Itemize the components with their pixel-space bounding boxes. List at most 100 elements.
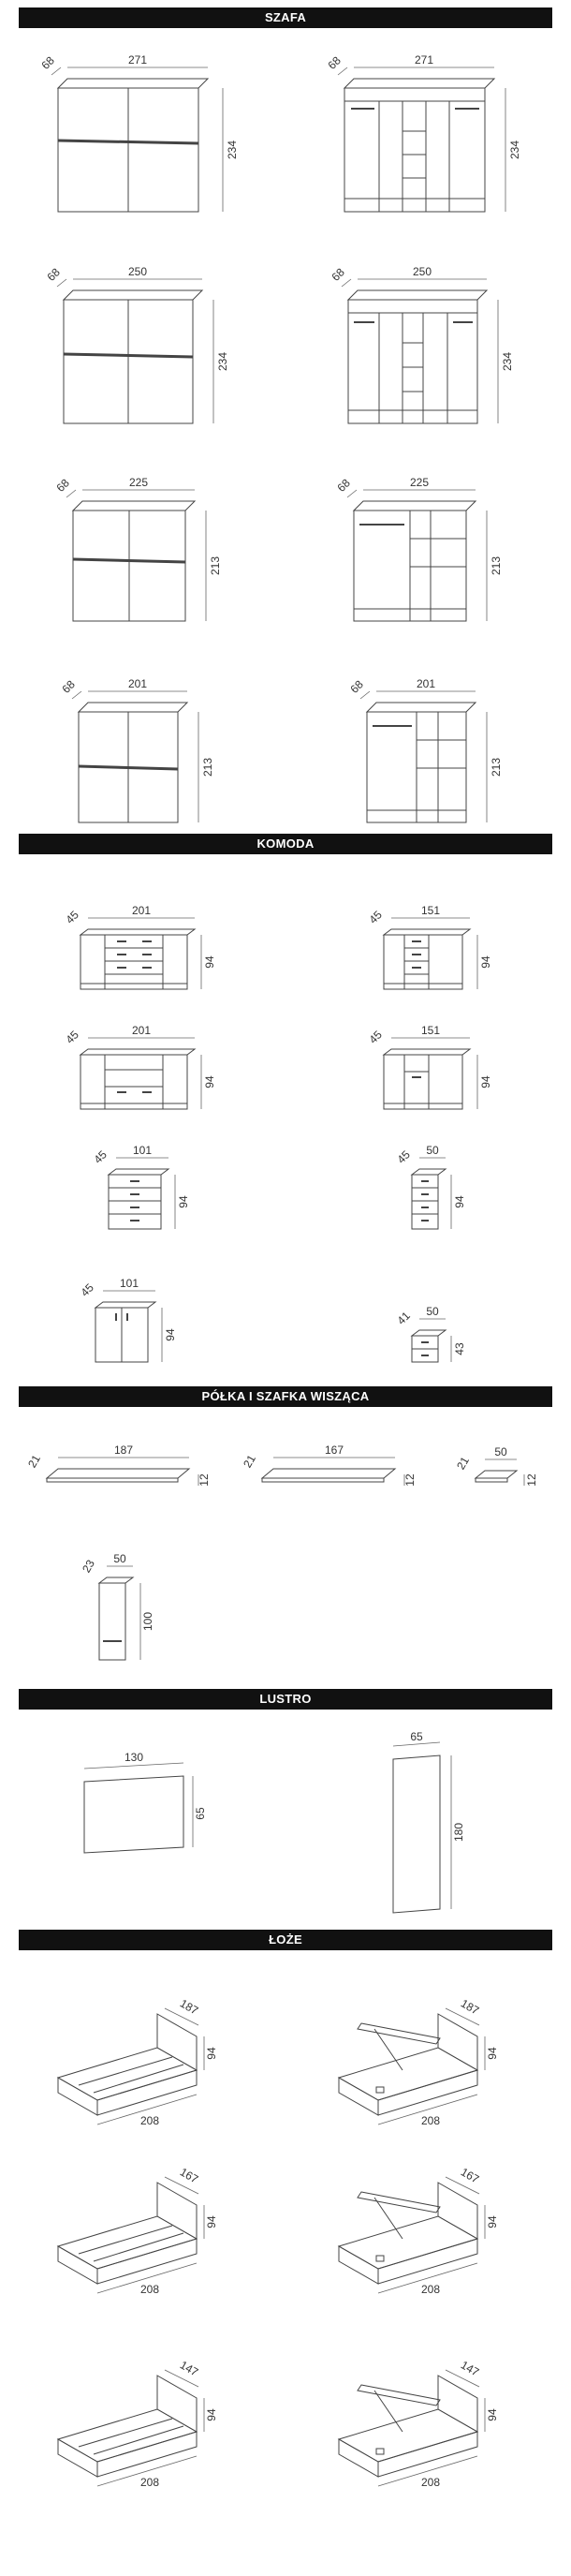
dresser-201-open bbox=[79, 1048, 197, 1110]
cabinet-height-label: 100 bbox=[141, 1612, 154, 1631]
wardrobe-depth-label: 68 bbox=[334, 476, 353, 495]
dresser-151-drawers bbox=[382, 928, 472, 990]
shelf-50 bbox=[474, 1470, 519, 1483]
bed-width-label: 187 bbox=[459, 1996, 482, 2017]
dresser-depth-label: 41 bbox=[394, 1309, 413, 1327]
shelf-width-label: 50 bbox=[494, 1445, 507, 1458]
dresser-height-label: 94 bbox=[453, 1195, 466, 1208]
dresser-depth-label: 45 bbox=[63, 908, 81, 926]
shelf-height-label: 12 bbox=[525, 1473, 538, 1487]
bed-frame bbox=[56, 2013, 198, 2116]
wardrobe-width-label: 201 bbox=[417, 677, 435, 690]
wall-cabinet bbox=[97, 1577, 135, 1661]
section-header-szafa: SZAFA bbox=[19, 7, 552, 28]
mirror-130 bbox=[83, 1775, 184, 1854]
wardrobe-height-label: 234 bbox=[508, 141, 521, 159]
bed-width-label: 147 bbox=[459, 2358, 482, 2378]
bed-height-label: 94 bbox=[486, 2215, 499, 2228]
dresser-151-open bbox=[382, 1048, 472, 1110]
dresser-width-label: 151 bbox=[421, 1024, 440, 1037]
bed-width-label: 187 bbox=[178, 1996, 201, 2017]
dresser-width-label: 50 bbox=[426, 1305, 439, 1318]
shelf-height-label: 12 bbox=[198, 1473, 211, 1487]
cabinet-depth-label: 23 bbox=[80, 1557, 97, 1575]
mirror-height-label: 65 bbox=[194, 1807, 207, 1820]
wardrobe-width-label: 250 bbox=[128, 265, 147, 278]
dresser-height-label: 43 bbox=[453, 1342, 466, 1355]
wardrobe-closed-271 bbox=[56, 78, 210, 213]
wardrobe-height-label: 234 bbox=[226, 141, 239, 159]
mirror-width-label: 65 bbox=[410, 1730, 423, 1743]
wardrobe-height-label: 213 bbox=[490, 556, 503, 575]
wardrobe-depth-label: 68 bbox=[325, 53, 344, 72]
section-header-polka: PÓŁKA I SZAFKA WISZĄCA bbox=[19, 1386, 552, 1407]
dresser-depth-label: 45 bbox=[366, 908, 385, 926]
dresser-width-label: 50 bbox=[426, 1144, 439, 1157]
wardrobe-height-label: 234 bbox=[501, 352, 514, 371]
wardrobe-width-label: 250 bbox=[413, 265, 432, 278]
dresser-201-drawers bbox=[79, 928, 197, 990]
dresser-height-label: 94 bbox=[479, 1075, 492, 1088]
bed-frame bbox=[56, 2375, 198, 2478]
section-header-loze: ŁOŻE bbox=[19, 1930, 552, 1950]
bed-width-label: 147 bbox=[178, 2358, 201, 2378]
section-header-lustro: LUSTRO bbox=[19, 1689, 552, 1710]
wardrobe-depth-label: 68 bbox=[329, 265, 347, 284]
wardrobe-width-label: 225 bbox=[129, 476, 148, 489]
shelf-167 bbox=[260, 1468, 397, 1483]
dresser-depth-label: 45 bbox=[63, 1028, 81, 1046]
bed-height-label: 94 bbox=[205, 2215, 218, 2228]
wardrobe-closed-201 bbox=[77, 702, 189, 823]
dresser-depth-label: 45 bbox=[78, 1281, 96, 1299]
mirror-65 bbox=[392, 1754, 441, 1914]
shelf-depth-label: 21 bbox=[454, 1454, 472, 1472]
cabinet-101 bbox=[94, 1301, 157, 1363]
bed-height-label: 94 bbox=[205, 2047, 218, 2060]
wardrobe-depth-label: 68 bbox=[38, 53, 57, 72]
dresser-depth-label: 45 bbox=[394, 1147, 413, 1166]
dresser-height-label: 94 bbox=[177, 1195, 190, 1208]
bed-height-label: 94 bbox=[205, 2408, 218, 2421]
bed-frame-storage bbox=[337, 2013, 479, 2116]
wardrobe-width-label: 225 bbox=[410, 476, 429, 489]
wardrobe-open-201 bbox=[365, 702, 477, 823]
dresser-width-label: 101 bbox=[120, 1277, 139, 1290]
bed-length-label: 208 bbox=[421, 2114, 440, 2127]
wardrobe-depth-label: 68 bbox=[53, 476, 72, 495]
dresser-width-label: 201 bbox=[132, 1024, 151, 1037]
wardrobe-width-label: 271 bbox=[128, 53, 147, 67]
wardrobe-closed-225 bbox=[71, 500, 197, 622]
chest-50 bbox=[410, 1168, 447, 1230]
dresser-width-label: 201 bbox=[132, 904, 151, 917]
dresser-depth-label: 45 bbox=[366, 1028, 385, 1046]
wardrobe-height-label: 234 bbox=[216, 352, 229, 371]
wardrobe-depth-label: 68 bbox=[347, 677, 366, 696]
shelf-187 bbox=[45, 1468, 191, 1483]
bed-length-label: 208 bbox=[140, 2283, 159, 2296]
bed-length-label: 208 bbox=[421, 2283, 440, 2296]
wardrobe-height-label: 213 bbox=[209, 556, 222, 575]
chest-101 bbox=[107, 1168, 170, 1230]
shelf-width-label: 167 bbox=[325, 1443, 344, 1457]
wardrobe-closed-250 bbox=[62, 289, 204, 424]
bed-frame-storage bbox=[337, 2375, 479, 2478]
dresser-height-label: 94 bbox=[479, 955, 492, 969]
wardrobe-dims-271 bbox=[51, 67, 224, 212]
bed-frame bbox=[56, 2182, 198, 2285]
bed-length-label: 208 bbox=[140, 2114, 159, 2127]
dresser-width-label: 151 bbox=[421, 904, 440, 917]
wardrobe-height-label: 213 bbox=[201, 758, 214, 777]
wardrobe-width-label: 201 bbox=[128, 677, 147, 690]
bed-width-label: 167 bbox=[459, 2165, 482, 2185]
dresser-height-label: 94 bbox=[203, 1075, 216, 1088]
shelf-width-label: 187 bbox=[114, 1443, 133, 1457]
bed-length-label: 208 bbox=[140, 2476, 159, 2489]
shelf-height-label: 12 bbox=[403, 1473, 417, 1487]
dresser-width-label: 101 bbox=[133, 1144, 152, 1157]
wardrobe-open-225 bbox=[352, 500, 477, 622]
wardrobe-open-271 bbox=[343, 78, 496, 213]
shelf-depth-label: 21 bbox=[25, 1452, 43, 1470]
bed-height-label: 94 bbox=[486, 2408, 499, 2421]
shelf-depth-label: 21 bbox=[241, 1452, 258, 1470]
